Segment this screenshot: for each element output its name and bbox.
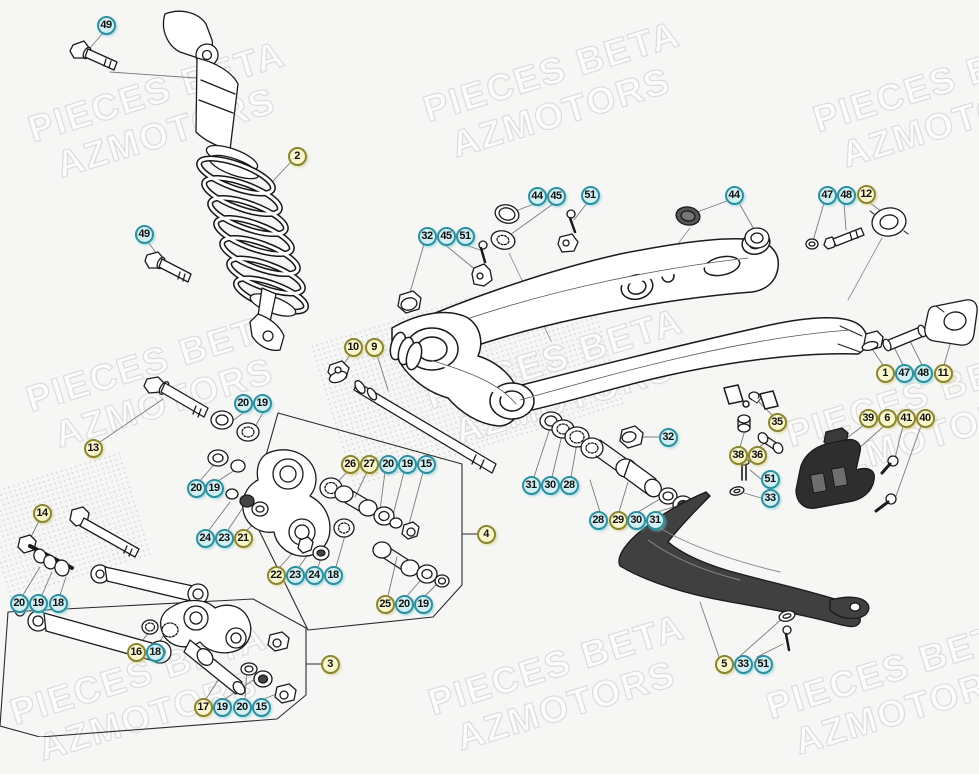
callout-32[interactable]: 32 <box>417 226 437 246</box>
callout-29[interactable]: 29 <box>608 510 628 530</box>
callout-5[interactable]: 5 <box>714 654 734 674</box>
callout-49[interactable]: 49 <box>96 15 116 35</box>
callout-48[interactable]: 48 <box>836 185 856 205</box>
shock-bolt-49-lower <box>144 251 192 283</box>
callout-23[interactable]: 23 <box>285 565 305 585</box>
swingarm-cap-parts-right <box>675 206 770 249</box>
callout-20[interactable]: 20 <box>394 594 414 614</box>
callout-47[interactable]: 47 <box>817 185 837 205</box>
callout-19[interactable]: 19 <box>397 454 417 474</box>
callout-2[interactable]: 2 <box>287 146 307 166</box>
lower-bearing-stack <box>539 411 694 515</box>
callout-51[interactable]: 51 <box>455 226 475 246</box>
callout-38[interactable]: 38 <box>728 445 748 465</box>
callout-51[interactable]: 51 <box>580 185 600 205</box>
callout-49[interactable]: 49 <box>134 224 154 244</box>
linkage-bearing-parts <box>207 410 450 588</box>
callout-4[interactable]: 4 <box>476 524 496 544</box>
callout-39[interactable]: 39 <box>858 408 878 428</box>
rear-axle-adjuster-parts <box>861 299 978 352</box>
callout-15[interactable]: 15 <box>251 697 271 717</box>
callout-18[interactable]: 18 <box>145 642 165 662</box>
callout-12[interactable]: 12 <box>856 184 876 204</box>
callout-19[interactable]: 19 <box>204 478 224 498</box>
chain-slider-drawing <box>618 491 870 652</box>
callout-10[interactable]: 10 <box>343 337 363 357</box>
callout-22[interactable]: 22 <box>266 565 286 585</box>
callout-19[interactable]: 19 <box>28 593 48 613</box>
callout-19[interactable]: 19 <box>413 594 433 614</box>
callout-28[interactable]: 28 <box>559 475 579 495</box>
parts-diagram-page: { "diagram": { "watermark": { "line1": "… <box>0 10 979 770</box>
callout-25[interactable]: 25 <box>375 594 395 614</box>
callout-48[interactable]: 48 <box>913 363 933 383</box>
callout-27[interactable]: 27 <box>359 454 379 474</box>
exploded-view-drawing <box>0 10 978 737</box>
shock-absorber-drawing <box>162 10 309 352</box>
callout-11[interactable]: 11 <box>933 363 953 383</box>
callout-44[interactable]: 44 <box>527 186 547 206</box>
callout-26[interactable]: 26 <box>340 454 360 474</box>
callout-40[interactable]: 40 <box>915 408 935 428</box>
callout-32[interactable]: 32 <box>658 427 678 447</box>
callout-28[interactable]: 28 <box>588 510 608 530</box>
callout-20[interactable]: 20 <box>186 478 206 498</box>
shock-bolt-49-upper <box>69 40 118 71</box>
swingarm-cap-parts-left <box>397 204 579 314</box>
pivot-axle-drawing <box>327 360 497 474</box>
callout-30[interactable]: 30 <box>626 510 646 530</box>
callout-14[interactable]: 14 <box>32 503 52 523</box>
callout-21[interactable]: 21 <box>233 528 253 548</box>
shock-mount-bolt-13 <box>143 376 209 418</box>
callout-33[interactable]: 33 <box>760 488 780 508</box>
callout-1[interactable]: 1 <box>875 363 895 383</box>
callout-15[interactable]: 15 <box>416 454 436 474</box>
callout-17[interactable]: 17 <box>193 697 213 717</box>
callout-23[interactable]: 23 <box>214 528 234 548</box>
chain-roller-parts <box>805 207 909 250</box>
callout-3[interactable]: 3 <box>320 654 340 674</box>
callout-51[interactable]: 51 <box>760 469 780 489</box>
callout-6[interactable]: 6 <box>877 408 897 428</box>
chain-guide-drawing <box>795 427 899 513</box>
callout-13[interactable]: 13 <box>83 438 103 458</box>
callout-45[interactable]: 45 <box>436 226 456 246</box>
callout-19[interactable]: 19 <box>212 697 232 717</box>
callout-45[interactable]: 45 <box>546 186 566 206</box>
callout-20[interactable]: 20 <box>232 697 252 717</box>
callout-18[interactable]: 18 <box>323 565 343 585</box>
callout-35[interactable]: 35 <box>767 412 787 432</box>
callout-36[interactable]: 36 <box>747 445 767 465</box>
callout-30[interactable]: 30 <box>540 475 560 495</box>
callout-9[interactable]: 9 <box>364 337 384 357</box>
callout-47[interactable]: 47 <box>894 363 914 383</box>
group-box-3 <box>0 598 322 737</box>
callout-24[interactable]: 24 <box>195 528 215 548</box>
callout-51[interactable]: 51 <box>753 654 773 674</box>
callout-20[interactable]: 20 <box>9 593 29 613</box>
shock-spring <box>196 155 309 315</box>
swingarm-bushing-parts <box>729 391 784 496</box>
callout-31[interactable]: 31 <box>521 475 541 495</box>
callout-16[interactable]: 16 <box>126 642 146 662</box>
callout-33[interactable]: 33 <box>733 654 753 674</box>
callout-20[interactable]: 20 <box>378 454 398 474</box>
callout-20[interactable]: 20 <box>233 393 253 413</box>
callout-19[interactable]: 19 <box>252 393 272 413</box>
swingarm-drawing <box>389 231 868 427</box>
callout-44[interactable]: 44 <box>724 185 744 205</box>
callout-24[interactable]: 24 <box>304 565 324 585</box>
callout-41[interactable]: 41 <box>896 408 916 428</box>
callout-18[interactable]: 18 <box>48 593 68 613</box>
callout-31[interactable]: 31 <box>645 510 665 530</box>
